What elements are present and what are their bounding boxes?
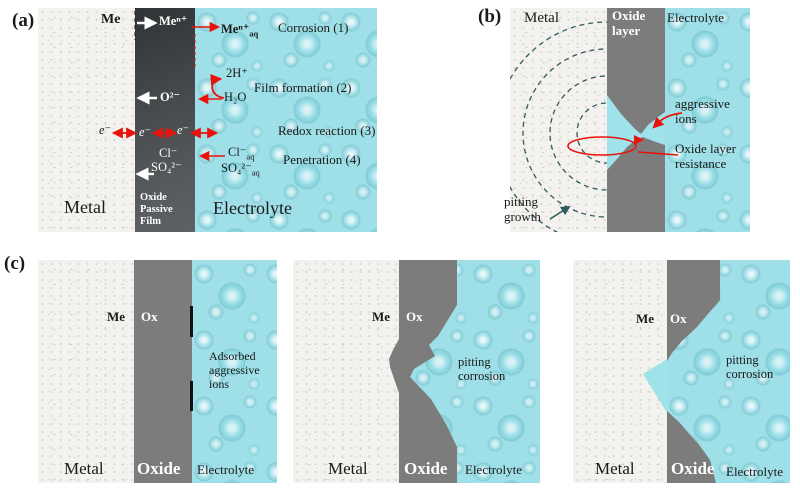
panel-a-metal-symbol: Me xyxy=(101,12,121,27)
c2-oxide-polygon xyxy=(389,260,457,483)
c2-me-label: Me xyxy=(372,309,391,324)
panel-b-electrolyte-region xyxy=(665,8,750,232)
c3-ox-label: Ox xyxy=(670,311,687,326)
electron-film-label: e⁻ xyxy=(139,125,152,139)
process-film-formation: Film formation (2) xyxy=(254,80,352,95)
c1-oxide-label: Oxide xyxy=(137,459,181,478)
metal-ion-aq-subscript: aq xyxy=(249,28,259,39)
sulfate-film-label: SO₄²⁻ xyxy=(151,160,182,174)
sulfate-aq-label: SO₄²⁻aq xyxy=(221,160,260,178)
c3-oxide-top-polygon xyxy=(667,260,720,361)
chloride-aq-label: Cl⁻aq xyxy=(228,144,254,162)
c2-oxide-label: Oxide xyxy=(404,459,448,478)
c1-me-label: Me xyxy=(107,309,126,324)
process-penetration: Penetration (4) xyxy=(283,152,361,167)
c3-metal-label: Metal xyxy=(595,459,635,478)
electron-interface-label: e⁻ xyxy=(177,123,190,137)
process-corrosion: Corrosion (1) xyxy=(278,20,349,35)
chloride-aq-base: Cl⁻ xyxy=(228,145,247,159)
c3-pit-wedge xyxy=(643,359,667,413)
c1-electrolyte-label: Electrolyte xyxy=(197,462,255,477)
panel-b-metal-label: Metal xyxy=(524,10,559,26)
pitting-growth-arcs xyxy=(510,21,607,232)
water-label: H₂O xyxy=(224,90,247,104)
oxide-passive-film-label: Oxide Passive Film xyxy=(140,192,173,228)
panel-a-oxide-film-region xyxy=(135,8,195,232)
c3-electrolyte-label: Electrolyte xyxy=(726,464,784,479)
pit-electrolyte-channel xyxy=(607,95,665,170)
panel-a-metal-label: Metal xyxy=(64,197,106,217)
panel-b-tag: (b) xyxy=(478,6,502,27)
resistance-loop-arrow xyxy=(567,136,637,156)
resistance-loop-arrowhead xyxy=(634,135,644,145)
metal-ion-aq-label: Meⁿ⁺aq xyxy=(221,21,258,39)
c3-oxide-shape xyxy=(643,260,720,483)
panel-a-tag: (a) xyxy=(12,10,35,31)
c1-ox-label: Ox xyxy=(141,309,158,324)
metal-ion-aq-base: Meⁿ⁺ xyxy=(221,22,250,36)
oxide-ion-label: O²⁻ xyxy=(160,90,181,104)
c2-metal-label: Metal xyxy=(328,459,368,478)
c1-metal-label: Metal xyxy=(64,459,104,478)
sulfate-aq-base: SO₄²⁻ xyxy=(221,161,252,175)
c1-electrolyte-region xyxy=(192,260,277,483)
c1-oxide-region xyxy=(134,260,192,483)
panel-b-metal-region xyxy=(510,8,607,232)
c2-oxide-shape xyxy=(389,260,457,483)
panel-c-tag: (c) xyxy=(4,253,26,274)
panel-a-metal-region xyxy=(38,8,135,232)
panel-b-electrolyte-label: Electrolyte xyxy=(667,10,725,25)
proton-label: 2H⁺ xyxy=(226,66,248,80)
c2-metal-region xyxy=(293,260,399,483)
panel-b-oxide-label: Oxide layer xyxy=(612,8,646,38)
chloride-film-label: Cl⁻ xyxy=(159,146,178,160)
c3-oxide-label: Oxide xyxy=(671,459,715,478)
c2-ox-label: Ox xyxy=(406,309,423,324)
electron-metal-label: e⁻ xyxy=(99,123,112,137)
c3-oxide-bottom-polygon xyxy=(667,411,716,483)
pitting-growth-label: pitting growth xyxy=(504,194,541,224)
c3-pitting-corrosion-label: pitting corrosion xyxy=(726,353,774,382)
c1-adsorbed-ions-bar-bottom xyxy=(190,381,193,411)
aggressive-ions-label: aggressive ions xyxy=(675,96,730,126)
panel-a-arrows xyxy=(111,11,225,181)
chloride-aq-subscript: aq xyxy=(246,151,255,162)
c1-adsorbed-ions-bar-top xyxy=(190,306,193,337)
panel-b-overlay xyxy=(510,21,683,232)
metal-ion-film-label: Meⁿ⁺ xyxy=(159,14,188,28)
sulfate-aq-subscript: aq xyxy=(251,167,260,178)
c2-electrolyte-label: Electrolyte xyxy=(465,462,523,477)
water-to-proton-curved-arrow xyxy=(210,74,225,99)
oxide-layer-resistance-label: Oxide layer resistance xyxy=(675,141,737,171)
c2-pitting-corrosion-label: pitting corrosion xyxy=(458,355,506,384)
resistance-pointer-line xyxy=(637,151,679,156)
c3-me-label: Me xyxy=(636,311,655,326)
process-redox: Redox reaction (3) xyxy=(278,123,376,138)
pitting-growth-arrow xyxy=(549,205,571,220)
c1-adsorbed-ions-label: Adsorbed aggressive ions xyxy=(209,349,260,391)
c1-metal-region xyxy=(38,260,134,483)
panel-a-electrolyte-region xyxy=(195,8,377,232)
aggressive-ions-arrow xyxy=(652,112,683,129)
panel-a-electrolyte-label: Electrolyte xyxy=(213,198,292,218)
